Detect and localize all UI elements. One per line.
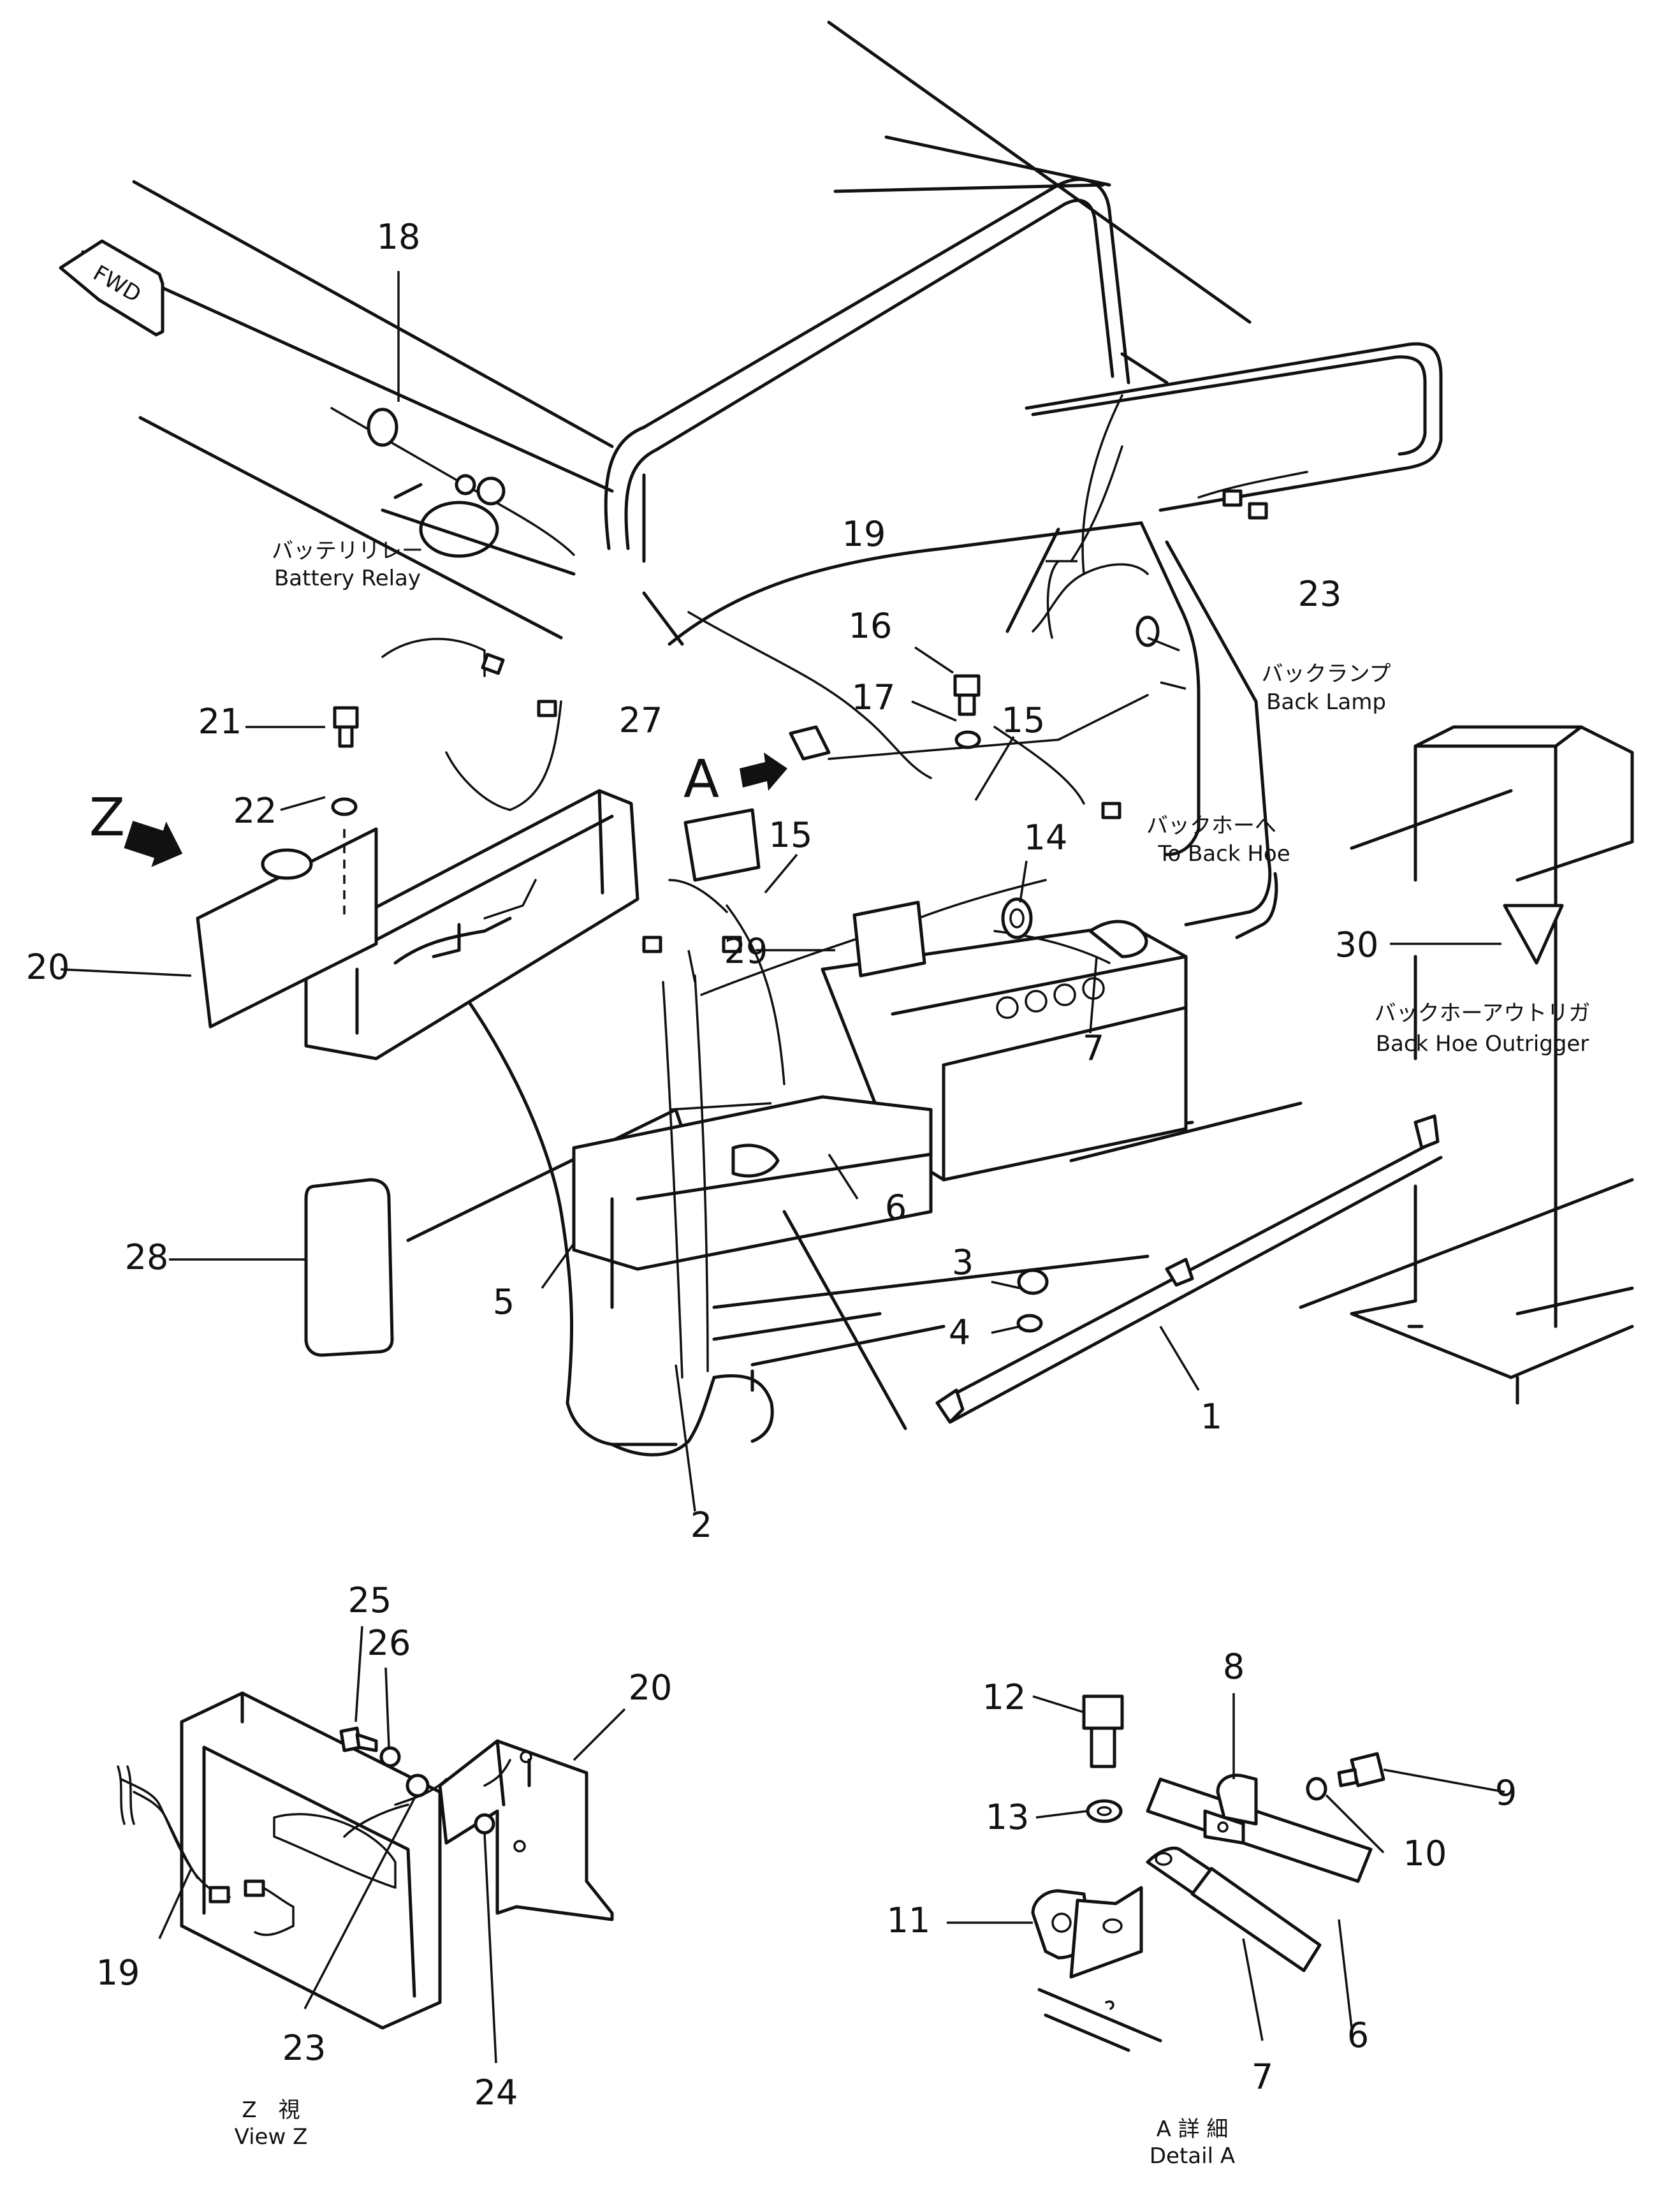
- electrical-box: [196, 789, 639, 1061]
- back-lamp-jp: バックランプ: [1262, 661, 1391, 687]
- callout-labels: バッテリリレー Battery Relay バックランプ Back Lamp バ…: [272, 538, 1590, 1057]
- part-number-15b: 15: [769, 815, 813, 855]
- part-number-6: 6: [885, 1187, 907, 1228]
- part-number-2: 2: [690, 1505, 712, 1545]
- detail-a-marker: A: [683, 749, 719, 810]
- part-number-16: 16: [849, 606, 893, 646]
- battery-relay-jp: バッテリリレー: [272, 538, 423, 564]
- back-lamp-en: Back Lamp: [1266, 689, 1386, 715]
- detail-a-part-10: 10: [1403, 1833, 1447, 1874]
- view-z-part-24: 24: [474, 2073, 518, 2113]
- detail-a-part-9: 9: [1495, 1773, 1517, 1813]
- view-z-marker: Z: [89, 788, 125, 848]
- view-z-part-20: 20: [629, 1668, 673, 1708]
- part-number-19: 19: [842, 514, 886, 554]
- battery-relay-en: Battery Relay: [274, 566, 421, 591]
- to-back-hoe-en: To Back Hoe: [1157, 841, 1290, 867]
- part-number-20: 20: [26, 947, 70, 987]
- detail-a-numbers: 6 7 8 9 10 11 12 13: [887, 1647, 1517, 2097]
- part-number-17: 17: [852, 677, 896, 717]
- back-hoe-outrigger: [1299, 725, 1634, 1405]
- view-z-part-25: 25: [348, 1580, 392, 1620]
- view-z-inset: [117, 1626, 626, 2064]
- view-z-part-26: 26: [367, 1623, 411, 1663]
- part-number-3: 3: [952, 1242, 974, 1282]
- fasteners-main: [331, 674, 1049, 1333]
- part-number-21: 21: [198, 701, 242, 742]
- view-z-caption-en: View Z: [235, 2124, 308, 2150]
- detail-a-part-8: 8: [1223, 1647, 1245, 1687]
- part-numbers-main: 1 2 3 4 5 6 7 14 15 15 16 17 18 19 20 21…: [26, 217, 1379, 1545]
- leader-lines: [60, 271, 1501, 1512]
- battery-assembly: [572, 923, 1443, 1430]
- part-number-14: 14: [1024, 818, 1068, 858]
- part-number-7: 7: [1083, 1028, 1104, 1068]
- part-number-22: 22: [233, 791, 277, 831]
- detail-a-part-6: 6: [1347, 2015, 1369, 2055]
- decal-28: [304, 1178, 394, 1357]
- detail-a-part-12: 12: [982, 1677, 1026, 1717]
- part-number-30: 30: [1335, 925, 1379, 965]
- view-z-numbers: 19 20 23 24 25 26: [96, 1580, 673, 2113]
- detail-a-caption-en: Detail A: [1150, 2143, 1235, 2169]
- view-z-part-19: 19: [96, 1953, 140, 1993]
- part-number-15a: 15: [1002, 700, 1046, 740]
- view-z-caption-jp: Z 視: [242, 2097, 300, 2123]
- detail-a-arrow: A: [683, 749, 787, 810]
- detail-a-part-7: 7: [1252, 2057, 1273, 2097]
- part-number-4: 4: [949, 1312, 970, 1353]
- part-number-1: 1: [1201, 1397, 1222, 1437]
- wiring-harness: [330, 394, 1308, 1379]
- part-number-28: 28: [125, 1237, 169, 1277]
- outrigger-jp: バックホーアウトリガ: [1375, 1001, 1591, 1026]
- part-number-29: 29: [724, 931, 768, 971]
- outrigger-en: Back Hoe Outrigger: [1376, 1031, 1589, 1057]
- detail-a-caption-jp: A 詳 細: [1157, 2117, 1229, 2142]
- fwd-arrow-icon: FWD: [59, 239, 164, 337]
- detail-a-part-11: 11: [887, 1900, 931, 1941]
- part-number-18: 18: [377, 217, 421, 257]
- part-number-5: 5: [493, 1282, 515, 1322]
- detail-a-inset: [947, 1693, 1505, 2052]
- detail-a-part-13: 13: [986, 1797, 1030, 1837]
- to-back-hoe-jp: バックホーへ: [1146, 813, 1276, 839]
- part-number-27: 27: [619, 700, 663, 740]
- part-number-23: 23: [1298, 574, 1342, 614]
- view-z-part-23: 23: [282, 2028, 326, 2068]
- view-z-arrow: Z: [89, 788, 183, 867]
